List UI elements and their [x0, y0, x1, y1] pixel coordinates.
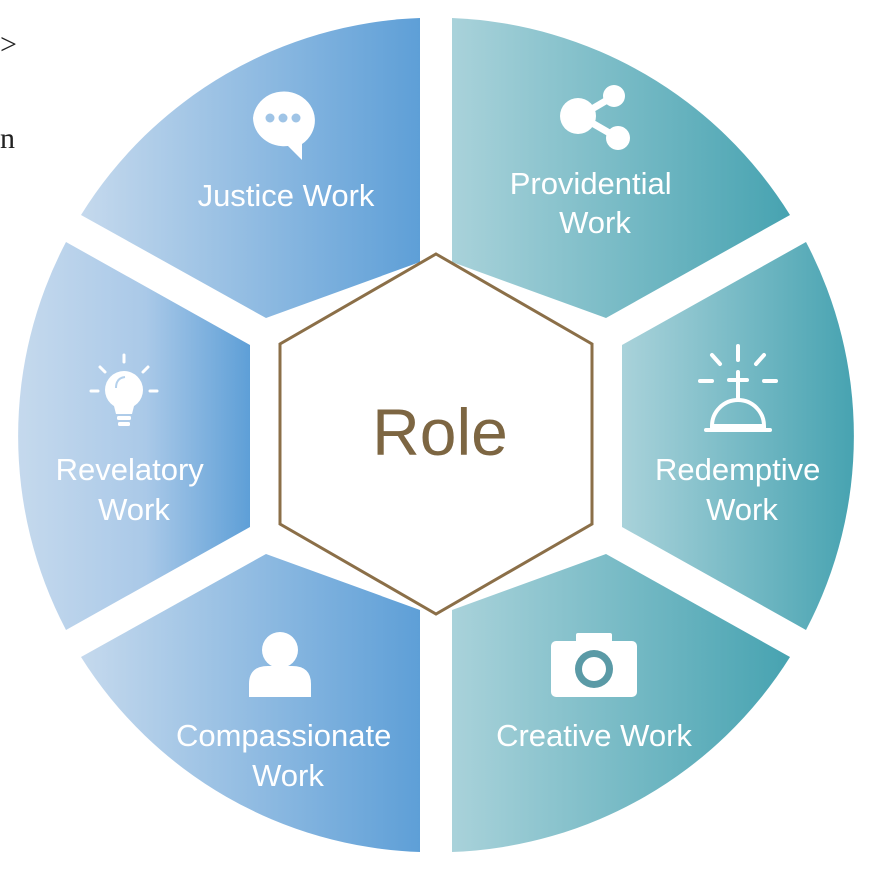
center-hexagon: Role: [278, 252, 594, 616]
segment-revelatory-shape: [18, 242, 251, 630]
segment-creative-shape: [452, 554, 790, 852]
segment-redemptive-work: Redemptive Work: [622, 242, 854, 630]
segment-compassionate-shape: [81, 554, 420, 852]
camera-icon: [551, 633, 637, 697]
segment-creative-label: Creative Work: [496, 718, 692, 753]
share-nodes-icon: [560, 85, 630, 150]
segment-redemptive-label: Redemptive Work: [655, 452, 829, 527]
lightbulb-icon: [89, 353, 159, 426]
segment-compassionate-label: Compassionate Work: [176, 718, 400, 793]
segment-redemptive-shape: [622, 242, 854, 630]
center-role-label: Role: [372, 395, 508, 469]
edge-fragment-1: >: [0, 28, 17, 61]
edge-fragment-2: n: [0, 122, 15, 155]
segment-revelatory-work: Revelatory Work: [18, 242, 251, 630]
segment-revelatory-label: Revelatory Work: [56, 452, 213, 527]
segment-providential-label: Providential Work: [510, 166, 681, 240]
church-bell-cross-icon: [698, 344, 778, 432]
segment-justice-label: Justice Work: [198, 178, 375, 213]
person-icon: [249, 632, 311, 697]
segment-justice-shape: [81, 18, 420, 318]
segment-creative-work: Creative Work: [452, 554, 790, 852]
center-hexagon-shape: [278, 252, 594, 616]
segment-providential-work: Providential Work: [452, 18, 790, 318]
segment-compassionate-work: Compassionate Work: [81, 554, 420, 852]
segment-justice-work: Justice Work: [81, 18, 420, 318]
segment-providential-shape: [452, 18, 790, 318]
speech-bubble-icon: [253, 91, 315, 160]
